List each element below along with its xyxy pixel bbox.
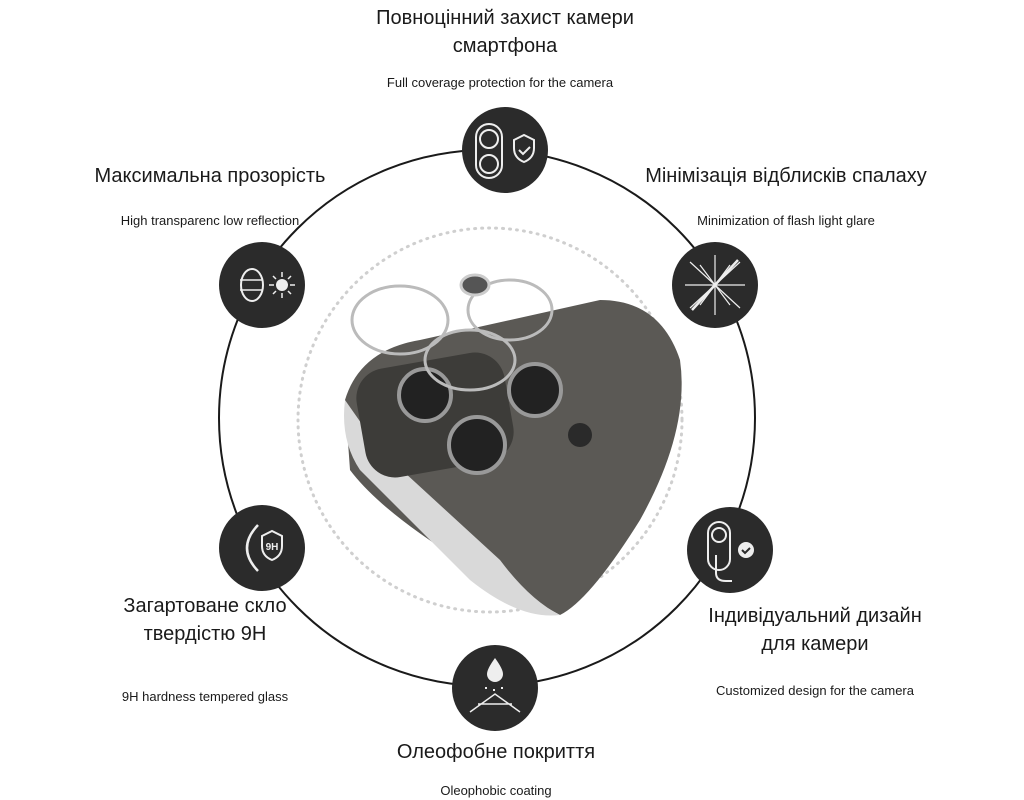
icon-camera-shield [462, 107, 548, 193]
feature-title-transparency: Максимальна прозорість [94, 165, 326, 187]
feature-subtitle: Minimization of flash light glare [697, 213, 875, 228]
feature-title-flash-glare: Мінімізація відблисків спалаху [645, 165, 927, 187]
feature-subtitle: High transparenc low reflection [120, 213, 300, 228]
icon-9h-glass: 9H [219, 505, 305, 591]
title-line: Повноцінний захист камери [376, 7, 634, 29]
feature-subtitle: Oleophobic coating [440, 783, 552, 798]
icon-custom-design [687, 507, 773, 593]
icon-oleophobic [452, 645, 538, 731]
feature-title-9h-glass: Загартоване скло твердістю 9H [123, 592, 286, 648]
feature-subtitle: 9H hardness tempered glass [121, 689, 289, 704]
feature-subtitle: Full coverage protection for the camera [386, 75, 614, 90]
feature-title-custom-design: Індивідуальний дизайн для камери [708, 602, 921, 658]
title-line: Індивідуальний дизайн [708, 605, 922, 627]
title-line: для камери [761, 633, 869, 655]
feature-title-oleophobic: Олеофобне покриття [396, 741, 596, 763]
svg-text:9H: 9H [266, 542, 279, 553]
title-line: твердістю 9H [143, 623, 267, 645]
icon-transparency [219, 242, 305, 328]
phone-camera-image [344, 273, 682, 616]
title-line: Загартоване скло [123, 595, 287, 617]
icon-flash-glare [672, 242, 758, 328]
dotted-ring [296, 226, 684, 614]
feature-subtitle: Customized design for the camera [716, 683, 914, 698]
title-line: смартфона [452, 35, 558, 57]
feature-title-camera-protection: Повноцінний захист камери смартфона [376, 4, 634, 60]
